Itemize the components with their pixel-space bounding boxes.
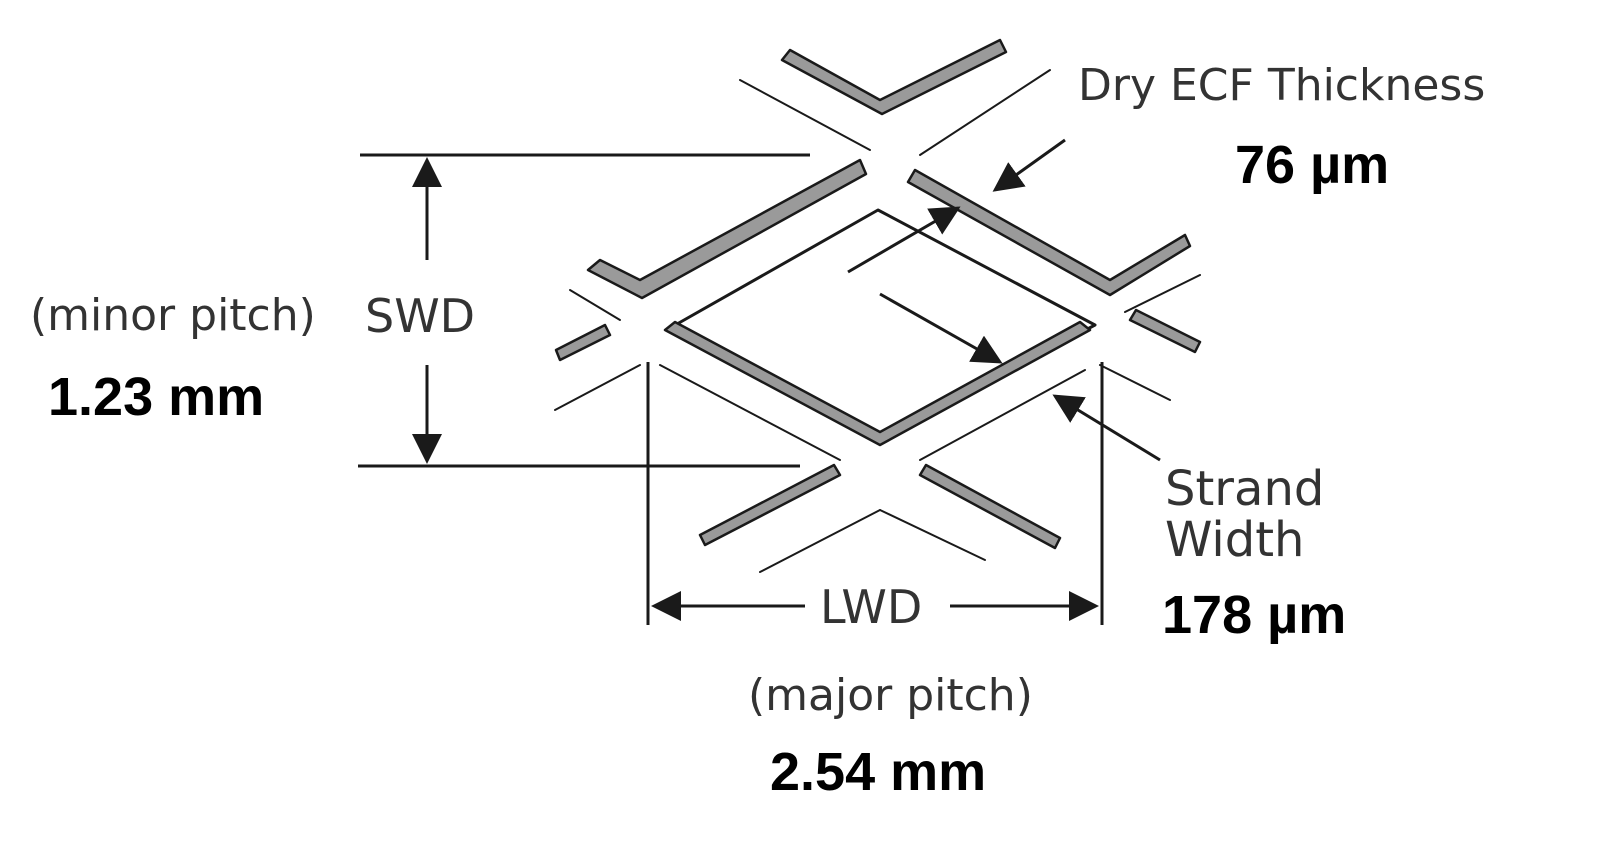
- strand-left-lower-2: [659, 364, 841, 461]
- strand-upper-left-edge: [739, 79, 871, 151]
- strand-top-v: [780, 38, 1008, 116]
- strand-left-cross: [554, 323, 612, 362]
- strand-lower-right: [918, 463, 1062, 550]
- strand-right-cross: [1128, 308, 1202, 354]
- thickness-value: 76 µm: [1235, 135, 1389, 195]
- thickness-leader-inner: [847, 206, 961, 274]
- swd-dimension: [358, 153, 810, 468]
- strand-right-upper: [1124, 274, 1201, 313]
- strand-right-lower-2: [919, 369, 1086, 461]
- strand-bottom-left: [759, 509, 881, 573]
- strand-width-value: 178 µm: [1162, 585, 1346, 645]
- strand-width-label-line1: Strand: [1165, 461, 1324, 517]
- lwd-label: LWD: [820, 580, 922, 634]
- strand-upper-right-edge: [919, 69, 1051, 156]
- strand-width-leader-outer: [1052, 394, 1161, 462]
- lwd-dimension: [646, 362, 1104, 625]
- thickness-leaders: [847, 138, 1066, 274]
- minor-pitch-value: 1.23 mm: [48, 367, 264, 427]
- strand-upper-right: [906, 168, 1192, 297]
- strand-lower-left: [698, 463, 842, 547]
- mesh-strands: [554, 38, 1202, 573]
- thickness-leader-outer: [992, 138, 1066, 192]
- strand-width-leader-inner: [879, 292, 1003, 364]
- strand-right-lower: [1099, 364, 1171, 401]
- major-pitch-value: 2.54 mm: [770, 742, 986, 802]
- strand-left-lower: [554, 364, 641, 411]
- diamond-lower-left-band: [663, 320, 1092, 447]
- strand-upper-left: [586, 158, 868, 300]
- strand-width-label-line2: Width: [1165, 512, 1304, 568]
- minor-pitch-label: (minor pitch): [30, 290, 316, 341]
- strand-bottom-right: [879, 509, 986, 561]
- thickness-title: Dry ECF Thickness: [1078, 60, 1485, 111]
- strand-width-leaders: [879, 292, 1161, 462]
- strand-left-upper: [569, 289, 621, 321]
- major-pitch-label: (major pitch): [748, 670, 1033, 721]
- swd-label: SWD: [365, 289, 475, 343]
